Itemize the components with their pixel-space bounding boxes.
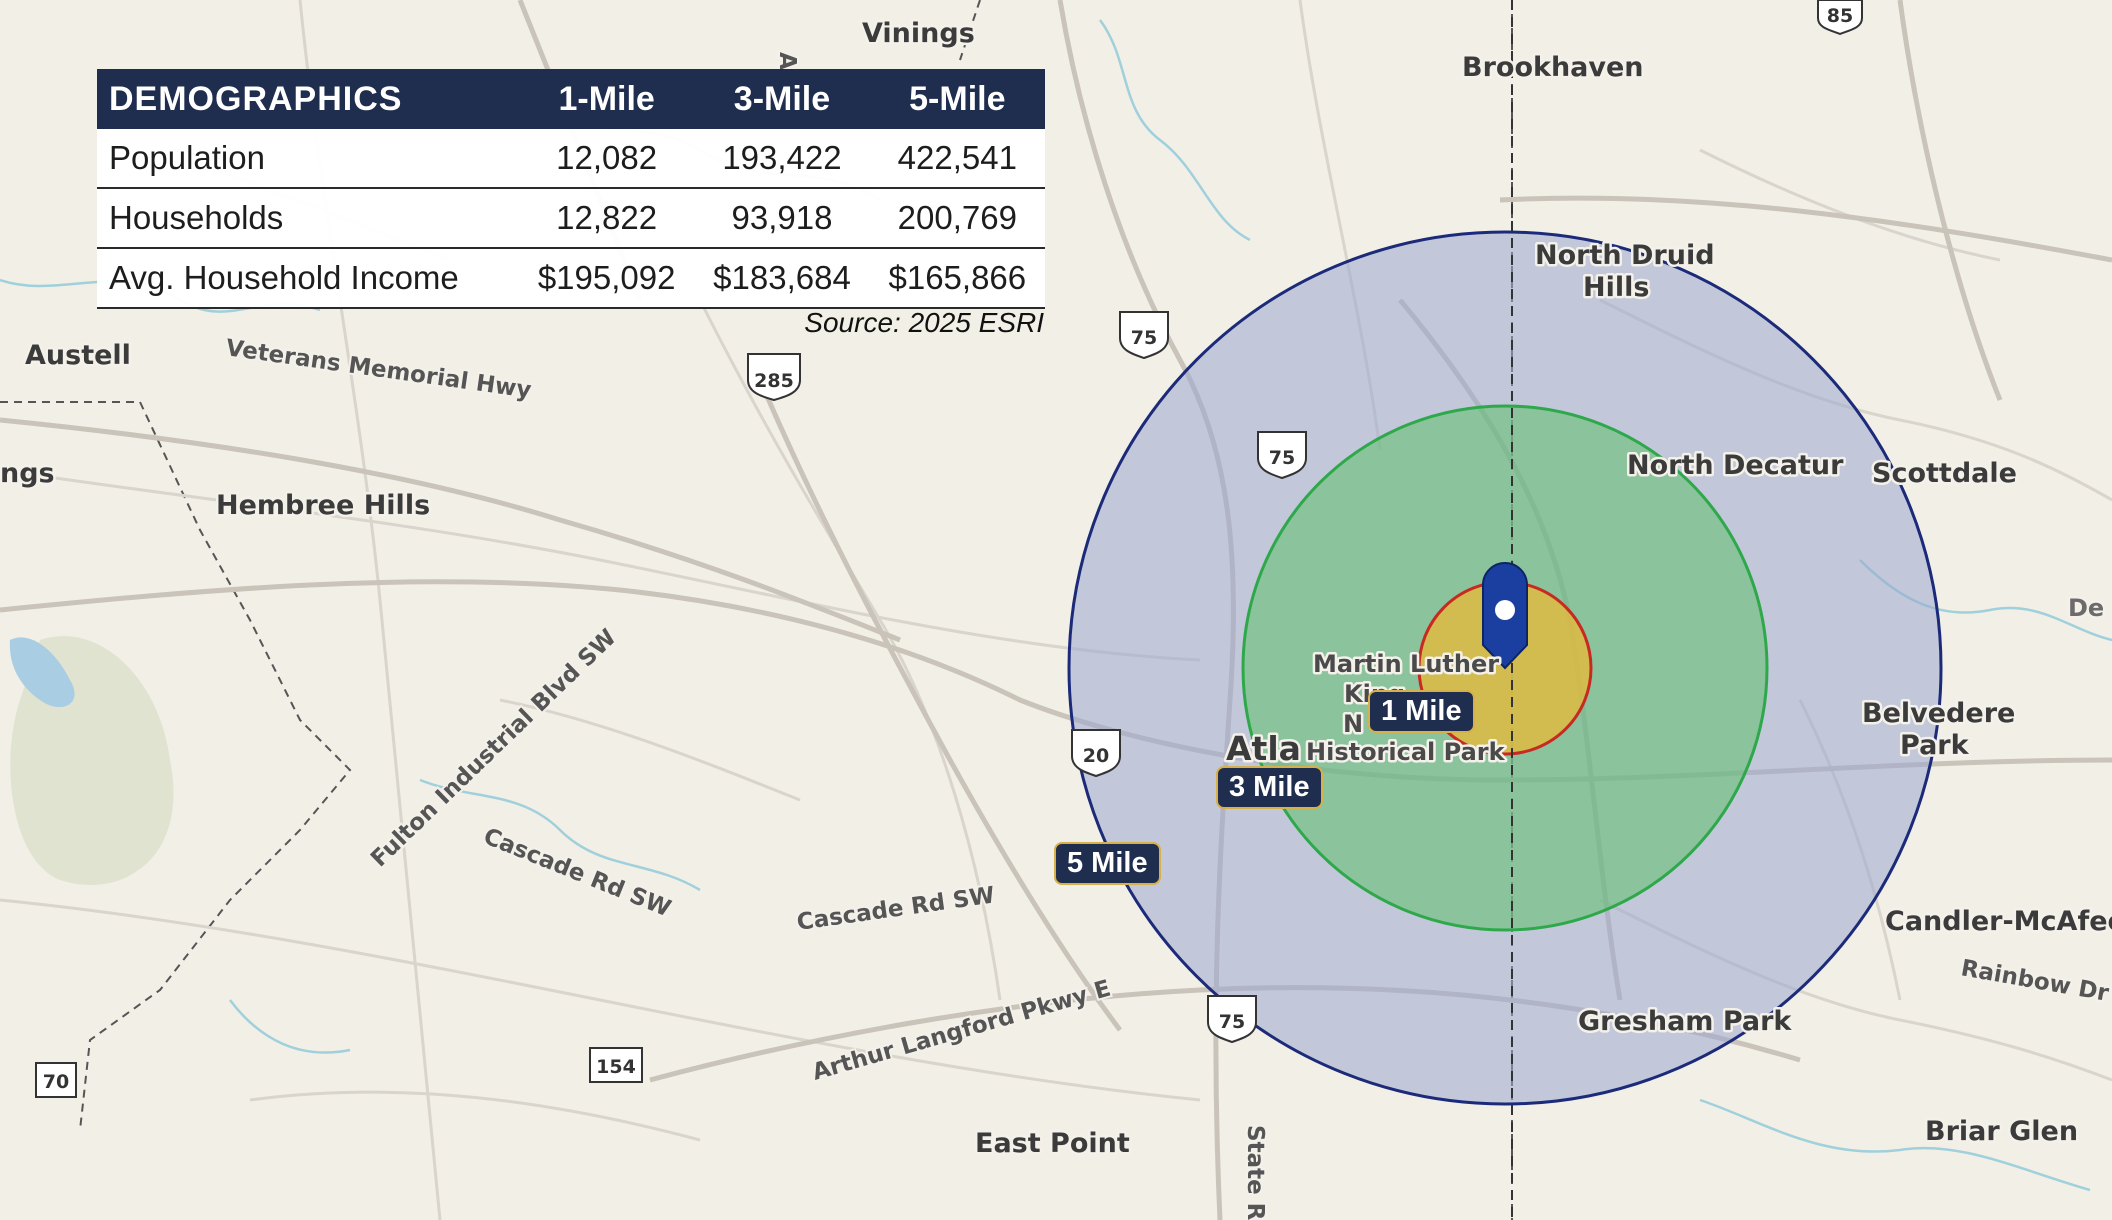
- header-1-mile: 1-Mile: [518, 69, 695, 129]
- shield-i285-label: 285: [754, 370, 794, 392]
- place-briar-glen: Briar Glen: [1925, 1116, 2078, 1147]
- header-5-mile: 5-Mile: [869, 69, 1045, 129]
- row-value: 12,082: [518, 129, 695, 189]
- table-row: Avg. Household Income $195,092 $183,684 …: [97, 248, 1045, 309]
- location-pin-icon[interactable]: [1482, 562, 1528, 670]
- place-candler-mcafee: Candler-McAfee: [1885, 906, 2112, 937]
- shield-i75-a: 75: [1119, 311, 1169, 360]
- place-belvedere-line1: Belvedere: [1862, 698, 2015, 729]
- place-austell: Austell: [25, 340, 131, 371]
- place-vinings: Vinings: [862, 18, 975, 49]
- place-north-decatur: North Decatur: [1627, 450, 1844, 481]
- header-3-mile: 3-Mile: [694, 69, 870, 129]
- lake: [9, 637, 75, 708]
- row-value: 422,541: [869, 129, 1045, 189]
- place-mlk-line4: Historical Park: [1306, 738, 1506, 766]
- row-value: 193,422: [694, 129, 870, 189]
- road-label-state: State R: [1242, 1125, 1268, 1220]
- place-belvedere-line2: Park: [1900, 730, 1970, 761]
- shield-i75-b-label: 75: [1269, 447, 1295, 469]
- table-row: Households 12,822 93,918 200,769: [97, 188, 1045, 249]
- row-value: 200,769: [869, 188, 1045, 249]
- shield-i75-c: 75: [1207, 995, 1257, 1044]
- place-scottdale: Scottdale: [1872, 458, 2017, 489]
- table-header-row: DEMOGRAPHICS 1-Mile 3-Mile 5-Mile: [97, 69, 1045, 129]
- place-gresham-park: Gresham Park: [1578, 1006, 1792, 1037]
- shield-i75-b: 75: [1257, 431, 1307, 480]
- row-label: Households: [97, 188, 519, 249]
- header-demographics: DEMOGRAPHICS: [97, 69, 519, 129]
- place-north-druid-hills-line2: Hills: [1583, 272, 1649, 303]
- row-label: Avg. Household Income: [97, 248, 519, 309]
- shield-r70-label: 70: [43, 1071, 69, 1093]
- shield-i75-c-label: 75: [1219, 1011, 1245, 1033]
- shield-r70: 70: [35, 1062, 77, 1098]
- place-hembree-hills: Hembree Hills: [216, 490, 430, 521]
- place-mlk-line1: Martin Luther: [1313, 650, 1499, 678]
- three-mile-label: 3 Mile: [1216, 766, 1323, 809]
- five-mile-label: 5 Mile: [1054, 842, 1161, 885]
- shield-i20: 20: [1071, 729, 1121, 778]
- shield-i75-a-label: 75: [1131, 327, 1157, 349]
- row-label: Population: [97, 129, 519, 189]
- row-value: $165,866: [869, 248, 1045, 309]
- shield-r154-label: 154: [596, 1056, 636, 1078]
- place-atlanta: Atla: [1226, 729, 1301, 768]
- row-value: 12,822: [518, 188, 695, 249]
- shield-i285: 285: [747, 353, 801, 402]
- shield-i85: 85: [1817, 0, 1863, 36]
- place-east-point: East Point: [975, 1128, 1130, 1159]
- row-value: 93,918: [694, 188, 870, 249]
- shield-i20-label: 20: [1083, 745, 1109, 767]
- source-caption: Source: 2025 ESRI: [804, 307, 1044, 338]
- place-north-druid-hills-line1: North Druid: [1535, 240, 1715, 271]
- one-mile-label: 1 Mile: [1368, 690, 1475, 733]
- shield-i85-label: 85: [1827, 5, 1853, 27]
- shield-r154: 154: [589, 1047, 643, 1083]
- road-label-a: A: [774, 52, 800, 70]
- place-de: De: [2068, 594, 2104, 622]
- place-brookhaven: Brookhaven: [1462, 52, 1644, 83]
- demographics-table: DEMOGRAPHICS 1-Mile 3-Mile 5-Mile Popula…: [97, 69, 1045, 309]
- table-row: Population 12,082 193,422 422,541: [97, 129, 1045, 189]
- place-mlk-line3: N: [1343, 710, 1363, 738]
- row-value: $195,092: [518, 248, 695, 309]
- row-value: $183,684: [694, 248, 870, 309]
- place-ngs: ngs: [0, 458, 55, 489]
